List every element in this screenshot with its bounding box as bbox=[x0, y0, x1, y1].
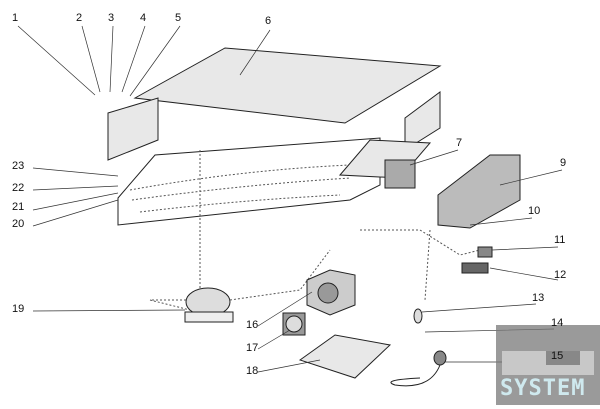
callout-7: 7 bbox=[456, 137, 463, 149]
callout-16: 16 bbox=[246, 319, 259, 331]
display-tray bbox=[117, 137, 381, 226]
callout-1: 1 bbox=[12, 12, 19, 24]
callout-11: 11 bbox=[554, 234, 566, 246]
callout-3: 3 bbox=[108, 12, 115, 24]
callout-6: 6 bbox=[265, 15, 272, 27]
callout-17: 17 bbox=[246, 342, 259, 354]
callout-15: 15 bbox=[551, 350, 564, 362]
callout-13: 13 bbox=[532, 292, 545, 304]
side-panel-left bbox=[107, 97, 159, 161]
callout-22: 22 bbox=[12, 182, 25, 194]
base-plate bbox=[298, 334, 392, 379]
callout-21: 21 bbox=[12, 201, 25, 213]
callout-10: 10 bbox=[528, 205, 541, 217]
callout-12: 12 bbox=[554, 269, 567, 281]
glass-top-panel bbox=[133, 47, 442, 124]
logo-text: SYSTEM bbox=[500, 376, 586, 401]
plug-cable bbox=[390, 350, 447, 387]
side-panel-right bbox=[404, 91, 441, 151]
callout-9: 9 bbox=[560, 157, 567, 169]
fan bbox=[282, 312, 306, 336]
system-watermark-logo: SYSTEM bbox=[496, 325, 600, 405]
compressor bbox=[184, 287, 234, 323]
leader-lines bbox=[17, 25, 563, 373]
callout-5: 5 bbox=[175, 12, 182, 24]
front-grille bbox=[437, 154, 521, 229]
callout-19: 19 bbox=[12, 303, 25, 315]
condenser bbox=[306, 269, 356, 316]
callout-2: 2 bbox=[76, 12, 83, 24]
sensor bbox=[413, 308, 423, 324]
evaporator-cover bbox=[338, 139, 432, 189]
thermostat bbox=[461, 246, 493, 274]
callout-20: 20 bbox=[12, 218, 25, 230]
callout-18: 18 bbox=[246, 365, 259, 377]
callout-23: 23 bbox=[12, 160, 25, 172]
callout-4: 4 bbox=[140, 12, 147, 24]
callout-14: 14 bbox=[551, 317, 564, 329]
